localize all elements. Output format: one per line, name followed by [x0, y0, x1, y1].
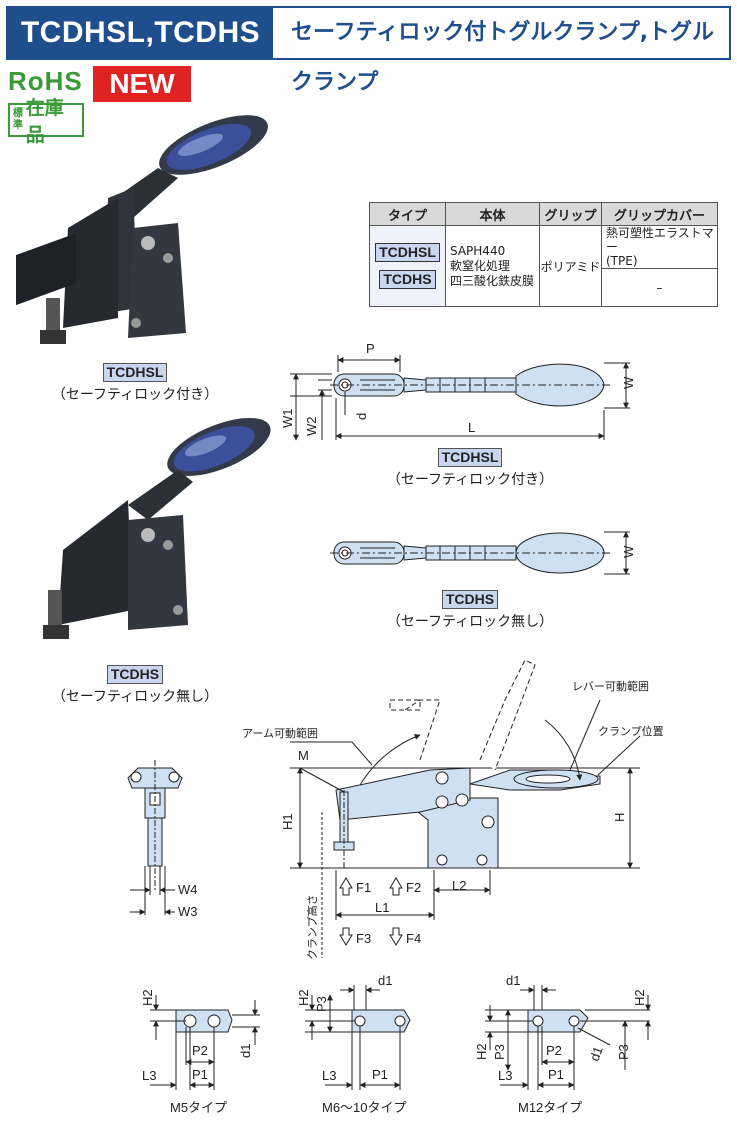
stock-badge-big: 在庫品	[25, 97, 64, 146]
spec-header-row: タイプ 本体 グリップ グリップカバー	[369, 202, 718, 226]
dim-P1-m6: P1	[372, 1067, 388, 1082]
dim-d1-m5: d1	[238, 1044, 253, 1058]
photo-caption-tcdhs: TCDHS （セーフティロック無し）	[50, 665, 220, 706]
stock-badge-small: 標準	[12, 108, 23, 131]
dim-W1: W1	[280, 409, 295, 429]
photo-tag-tcdhs: TCDHS	[106, 665, 164, 684]
spec-header-grip: グリップ	[539, 202, 602, 226]
dim-H1: H1	[280, 813, 295, 830]
detail-m5-drawing	[150, 995, 260, 1090]
new-badge: NEW	[93, 66, 191, 102]
top-view-tag-tcdhsl: TCDHSL	[437, 448, 503, 467]
dim-L3-m5: L3	[142, 1068, 156, 1083]
dim-H2-m5: H2	[140, 989, 155, 1006]
dim-F2: F2	[406, 880, 421, 895]
dim-F3: F3	[356, 931, 371, 946]
page-title: セーフティロック付トグルクランプ,トグルクランプ	[291, 20, 715, 95]
page-header: TCDHSL,TCDHS セーフティロック付トグルクランプ,トグルクランプ	[6, 6, 731, 95]
spec-header-body: 本体	[445, 202, 540, 226]
dim-d-1: d	[354, 413, 369, 420]
spec-cover-line: 熱可塑性エラストマー	[606, 226, 714, 254]
dim-W-2: W	[621, 545, 636, 558]
stock-badge: 標準 在庫品	[8, 97, 84, 146]
photo-tcdhsl-image	[16, 115, 268, 344]
dim-M: M	[298, 748, 309, 763]
dim-W3: W3	[178, 904, 198, 919]
dim-H2-m12-right: H2	[632, 989, 647, 1006]
detail-m6-10-drawing	[305, 985, 411, 1090]
photo-tcdhs-image	[43, 417, 271, 639]
type-m6-10: M6～10タイプ	[322, 1100, 407, 1115]
dim-P3-m12-left: P3	[492, 1044, 507, 1060]
photo-tag-tcdhsl: TCDHSL	[102, 363, 168, 382]
spec-cover-line: (TPE)	[606, 254, 638, 268]
dim-L3-m6: L3	[322, 1068, 336, 1083]
label-clamp-height: クランプ高さ	[305, 894, 319, 960]
spec-row: TCDHSL TCDHS SAPH440 軟窒化処理 四三酸化鉄皮膜 ポリアミド…	[369, 225, 718, 307]
top-view-caption-tcdhsl: TCDHSL （セーフティロック付き）	[385, 448, 555, 489]
dim-d1-m6: d1	[378, 973, 392, 988]
dim-L2: L2	[452, 878, 466, 893]
label-lever-range: レバー可動範囲	[572, 679, 649, 693]
dim-H2-m6: H2	[296, 989, 311, 1006]
photo-sub-tcdhs: （セーフティロック無し）	[51, 689, 219, 705]
top-view-sub-tcdhsl: （セーフティロック付き）	[386, 472, 554, 488]
top-view-caption-tcdhs: TCDHS （セーフティロック無し）	[385, 590, 555, 631]
spec-body-line: 軟窒化処理	[450, 258, 511, 273]
top-view-tcdhsl-drawing	[290, 355, 630, 441]
label-arm-range: アーム可動範囲	[242, 726, 318, 740]
spec-cover-tcdhs: –	[601, 268, 718, 307]
spec-table: タイプ 本体 グリップ グリップカバー TCDHSL TCDHS SAPH440…	[369, 202, 718, 307]
dim-P2-m5: P2	[192, 1043, 208, 1058]
dim-P3-m12-right: P3	[616, 1044, 631, 1060]
dim-L3-m12: L3	[498, 1068, 512, 1083]
dim-F4: F4	[406, 931, 421, 946]
dim-W2: W2	[304, 417, 319, 437]
front-view-drawing	[127, 760, 183, 915]
spec-cover-tcdhsl: 熱可塑性エラストマー (TPE)	[601, 225, 718, 269]
detail-m12-drawing	[485, 985, 651, 1090]
top-view-tcdhs-drawing	[330, 531, 630, 575]
spec-row: –	[370, 268, 718, 307]
dim-H2-m12-left: H2	[474, 1043, 489, 1060]
dim-W4: W4	[178, 882, 198, 897]
dim-W-1: W	[621, 376, 636, 389]
dim-P2-m12: P2	[546, 1043, 562, 1058]
photo-sub-tcdhsl: （セーフティロック付き）	[51, 387, 219, 403]
dim-d1-m12-top: d1	[506, 973, 520, 988]
type-m5: M5タイプ	[170, 1100, 227, 1115]
product-code: TCDHSL,TCDHS	[8, 8, 273, 58]
spec-type-cell: TCDHSL TCDHS	[369, 225, 446, 307]
top-view-sub-tcdhs: （セーフティロック無し）	[386, 614, 554, 630]
dim-L1: L1	[375, 900, 389, 915]
top-view-tag-tcdhs: TCDHS	[441, 590, 499, 609]
photo-caption-tcdhsl: TCDHSL （セーフティロック付き）	[50, 363, 220, 404]
rohs-badge: RoHS	[8, 66, 83, 96]
spec-type-tcdhs: TCDHS	[379, 270, 436, 289]
spec-body-line: SAPH440	[450, 243, 506, 258]
dim-d1-m12-angled: d1	[587, 1044, 606, 1063]
spec-type-tcdhsl: TCDHSL	[375, 243, 440, 262]
spec-header-cover: グリップカバー	[601, 202, 718, 226]
side-view-drawing	[290, 659, 641, 958]
type-m12: M12タイプ	[518, 1100, 582, 1115]
spec-grip-cell: ポリアミド	[539, 225, 602, 307]
label-clamp-pos: クランプ位置	[598, 724, 664, 738]
dim-P-1: P	[366, 341, 375, 356]
dim-F1: F1	[356, 880, 371, 895]
dim-P1-m5: P1	[192, 1067, 208, 1082]
spec-body-line: 四三酸化鉄皮膜	[450, 273, 535, 288]
dim-P3-m6: P3	[314, 996, 329, 1012]
dim-L: L	[468, 420, 475, 435]
dim-P1-m12: P1	[548, 1067, 564, 1082]
dim-H: H	[612, 813, 627, 822]
